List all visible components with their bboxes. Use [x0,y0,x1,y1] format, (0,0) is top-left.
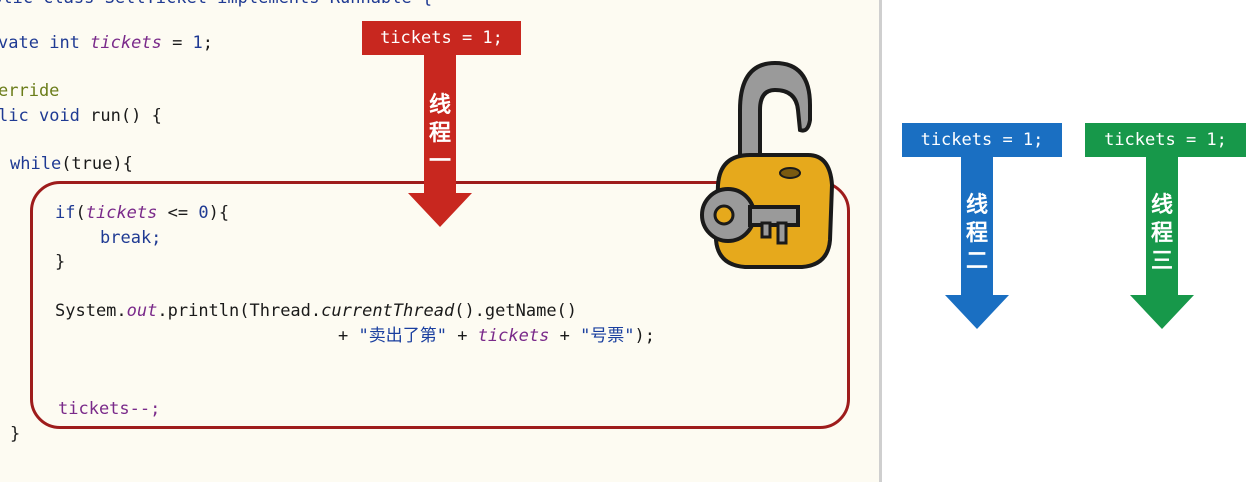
thread-one-char-3: 一 [428,149,451,174]
println-call: .println(Thread. [157,301,322,321]
if-line: if(tickets <= 0){ [55,203,229,223]
run-signature: run() { [79,106,162,126]
override-annotation: erride [0,81,60,101]
thread-three-name: 线 程 三 [1142,192,1182,276]
if-close: ){ [208,203,230,223]
thread-one-char-2: 程 [428,121,451,146]
plus-operator: + [549,326,581,346]
initial-value: 1 [192,33,203,53]
padlock-with-key-icon [700,60,835,269]
public-keyword: lic [0,106,29,126]
decrement-statement: tickets--; [58,399,161,419]
thread-two-char-1: 线 [965,193,988,218]
plus-operator: + [446,326,478,346]
field-declaration-line: vate int tickets = 1; [0,33,213,53]
thread-two-tickets-label: tickets = 1; [902,123,1062,157]
semicolon: ; [202,33,214,53]
plus-operator: + [338,326,359,346]
thread-one-char-1: 线 [428,93,451,118]
string-literal-sold: "卖出了第" [358,326,447,346]
thread-two-char-2: 程 [965,221,988,246]
while-condition: (true){ [61,154,133,174]
thread-one-name: 线 程 一 [420,92,460,176]
while-close-brace: } [10,424,21,444]
thread-two-char-3: 二 [965,249,988,274]
out-field: out [126,301,158,321]
thread-one-arrow [408,55,472,227]
run-method-signature: lic void run() { [0,106,162,126]
while-line: while(true){ [10,154,133,174]
string-literal-ticket: "号票" [580,326,635,346]
code-panel: blic class SellTicket implements Runnabl… [0,0,880,482]
concat-tickets-var: tickets [477,326,550,346]
println-line: System.out.println(Thread.currentThread(… [55,301,577,321]
thread-three-char-2: 程 [1150,221,1173,246]
class-declaration-line: blic class SellTicket implements Runnabl… [0,0,432,8]
get-name-call: ().getName() [454,301,578,321]
if-open-paren: ( [75,203,86,223]
concat-line: + "卖出了第" + tickets + "号票"); [338,326,655,346]
thread-one-tickets-label: tickets = 1; [362,21,521,55]
while-keyword: while [10,154,62,174]
if-zero: 0 [198,203,209,223]
thread-two-name: 线 程 二 [957,192,997,276]
thread-two-arrow [945,157,1009,329]
system-class: System. [55,301,127,321]
thread-three-char-1: 线 [1150,193,1173,218]
if-keyword: if [55,203,76,223]
assign-operator: = [161,33,193,53]
tickets-field: tickets [90,33,162,53]
void-keyword: void [38,106,80,126]
private-keyword: vate [0,33,39,53]
thread-three-char-3: 三 [1150,249,1173,274]
panel-divider [879,0,882,482]
int-keyword: int [49,33,80,53]
if-tickets-var: tickets [85,203,158,223]
if-operator: <= [157,203,199,223]
if-close-brace: } [55,252,66,272]
thread-three-tickets-label: tickets = 1; [1085,123,1246,157]
current-thread-call: currentThread [321,301,455,321]
statement-end: ); [634,326,656,346]
break-statement: break; [100,228,162,248]
thread-three-arrow [1130,157,1194,329]
